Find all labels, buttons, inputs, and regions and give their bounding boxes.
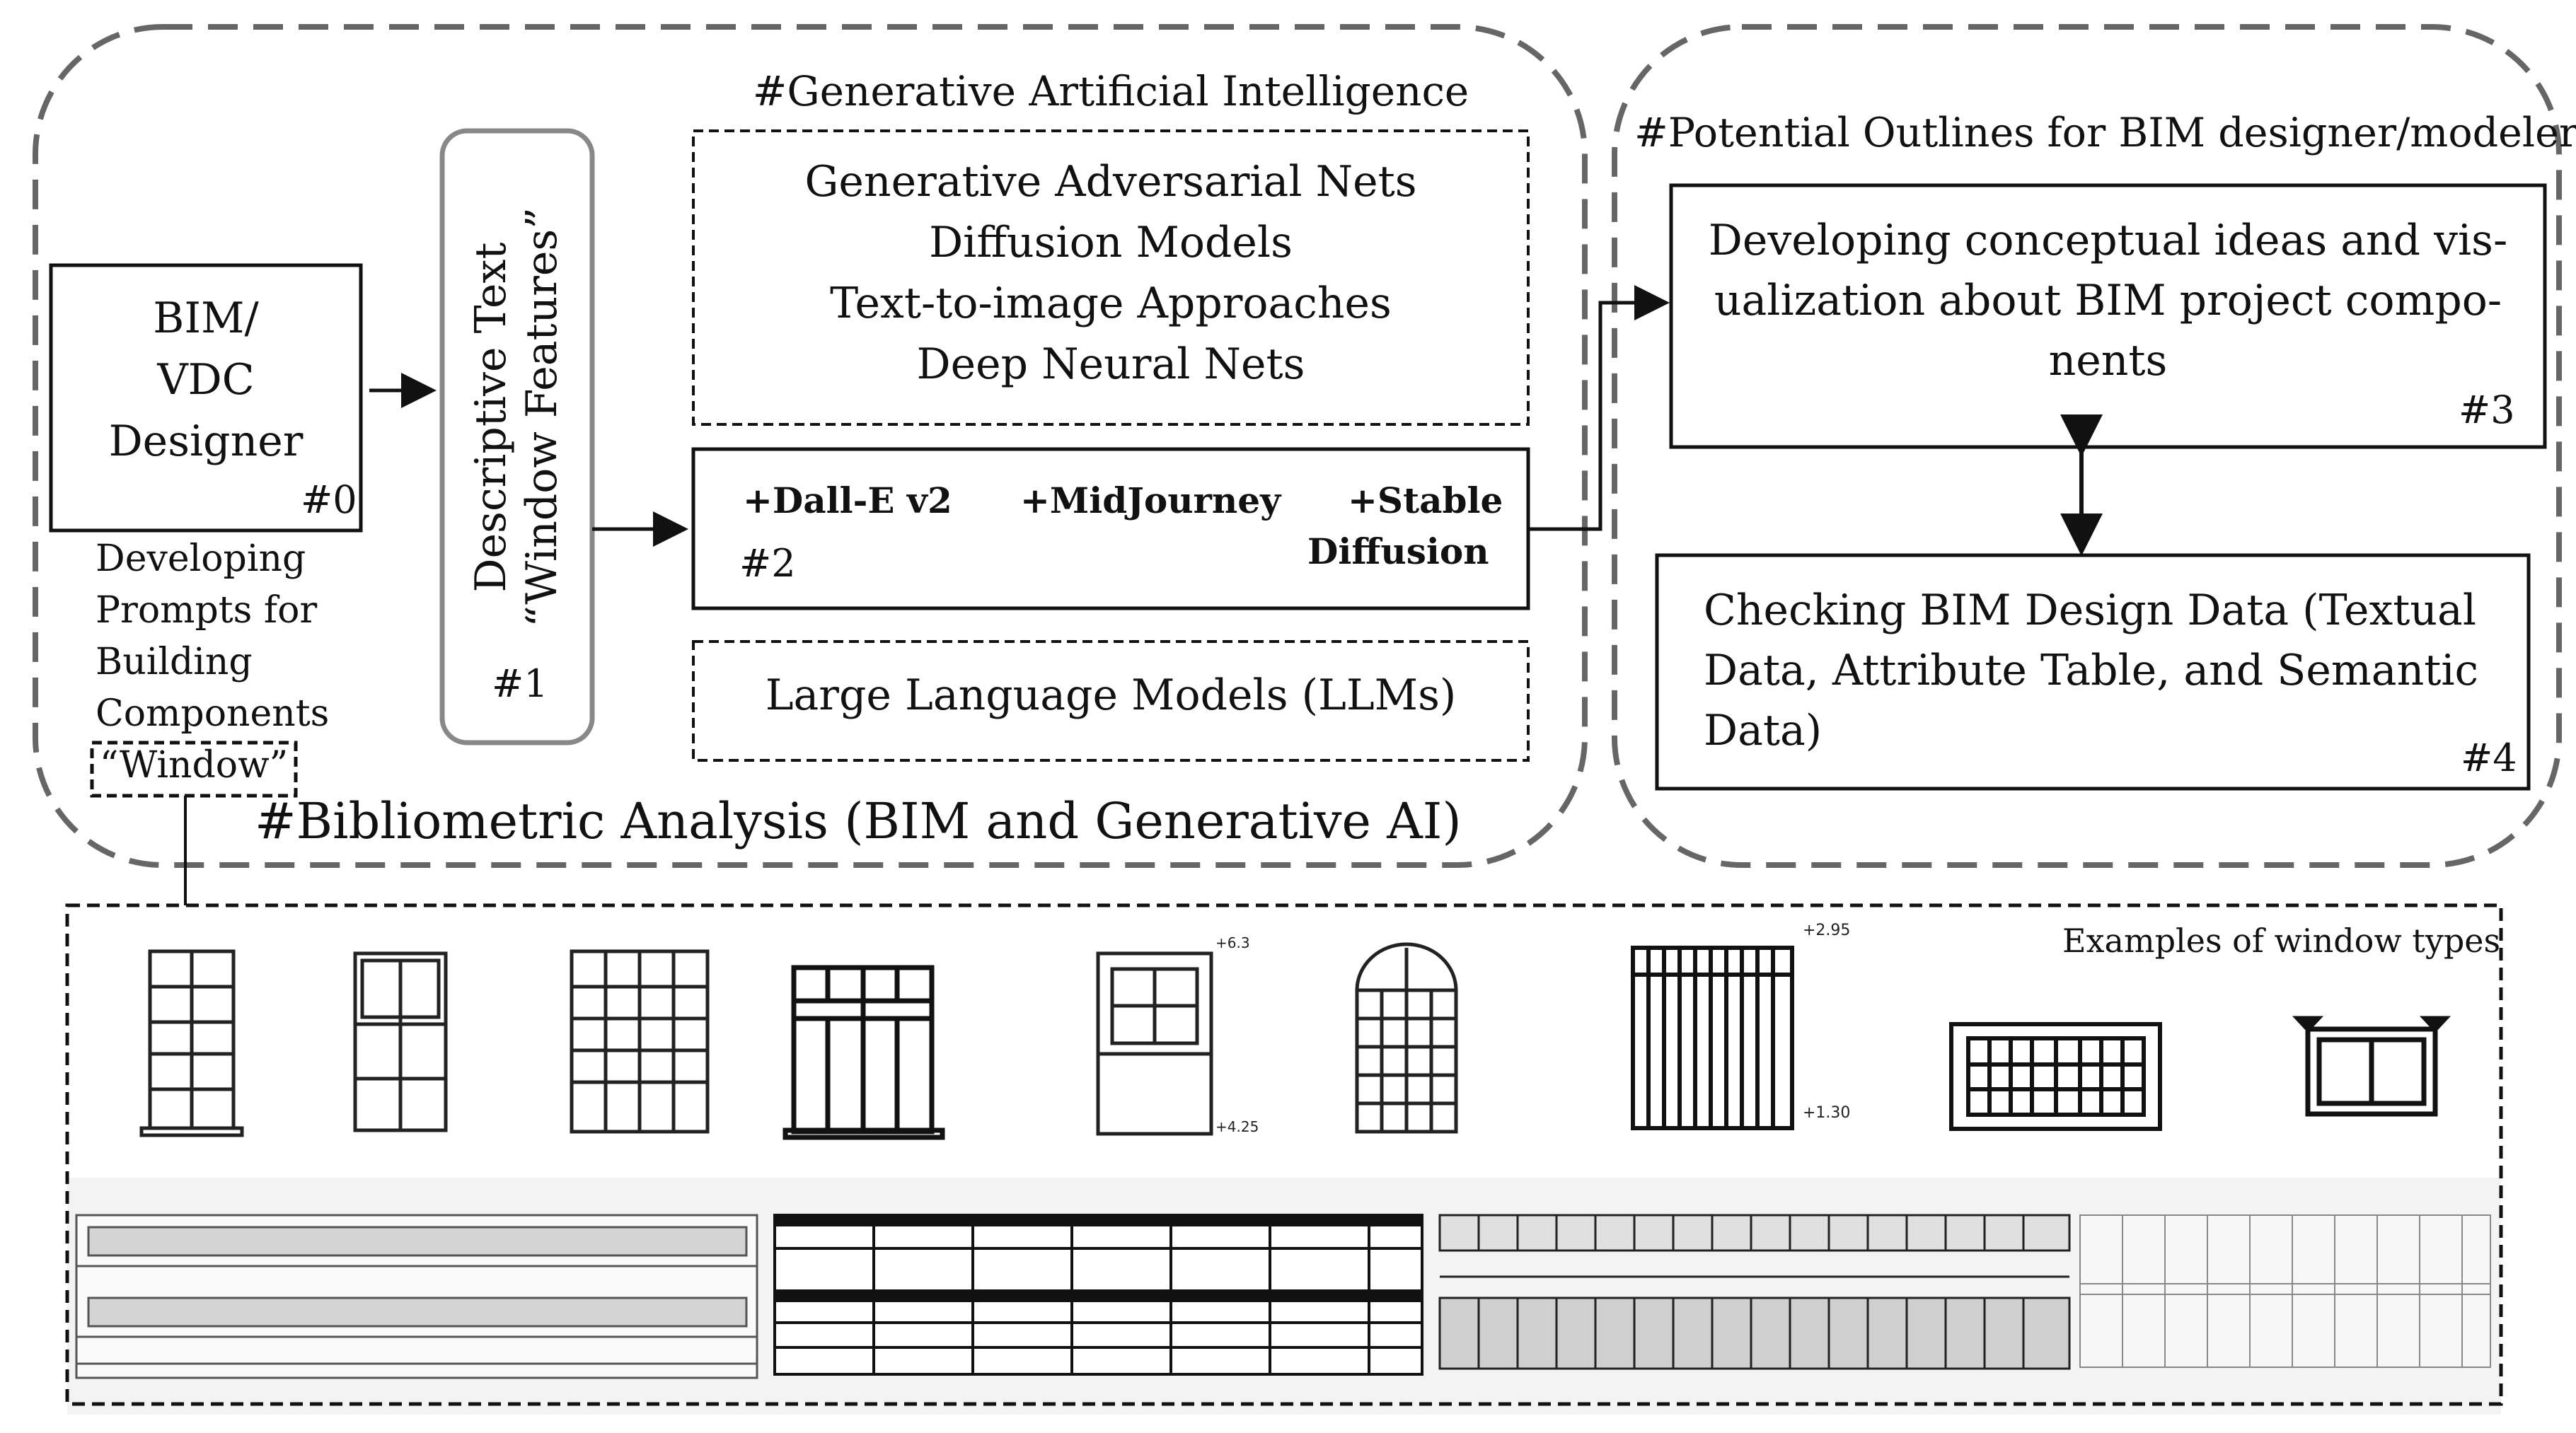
window-level-label-3: +6.3 — [1215, 934, 1250, 951]
prompts-caption-line4: Components — [96, 692, 330, 735]
window-type-4 — [782, 965, 945, 1140]
designer-label-line1: BIM/ — [153, 294, 259, 343]
facade-elevation-4 — [2079, 1214, 2491, 1368]
bibliometric-title: #Bibliometric Analysis (BIM and Generati… — [255, 792, 1462, 850]
arrow-2-to-3 — [1528, 285, 1670, 531]
llm-box — [692, 640, 1530, 762]
window-type-6 — [1355, 942, 1458, 1134]
conceptual-line1: Developing conceptual ideas and vis- — [1708, 216, 2508, 265]
designer-tag: #0 — [301, 477, 357, 522]
model-text-to-image: Text-to-image Approaches — [830, 279, 1392, 328]
model-dnn: Deep Neural Nets — [916, 340, 1305, 389]
tool-dalle: +Dall-E v2 — [743, 480, 952, 521]
llm-label: Large Language Models (LLMs) — [765, 671, 1457, 720]
model-diffusion: Diffusion Models — [929, 218, 1293, 267]
designer-label-line2: VDC — [157, 355, 255, 405]
conceptual-ideas-box — [1669, 183, 2547, 449]
window-level-label-2: +1.30 — [1803, 1104, 1850, 1122]
prompts-caption-line2: Prompts for — [96, 589, 318, 632]
outlines-container — [1612, 24, 2562, 868]
descriptive-text-tag: #1 — [492, 661, 548, 706]
facade-elevation-3 — [1438, 1214, 2071, 1370]
window-type-1 — [139, 949, 244, 1137]
checking-line1: Checking BIM Design Data (Textual — [1704, 586, 2477, 635]
checking-tag: #4 — [2461, 736, 2517, 780]
checking-line2: Data, Attribute Table, and Semantic — [1704, 646, 2479, 695]
descriptive-text-line1: Descriptive Text — [466, 242, 516, 593]
tool-midjourney: +MidJourney — [1020, 480, 1281, 521]
prompts-caption-line3: Building — [96, 641, 253, 683]
descriptive-text-box — [439, 128, 595, 745]
designer-label-line3: Designer — [108, 417, 304, 466]
window-type-7 — [1631, 946, 1794, 1130]
model-gan: Generative Adversarial Nets — [804, 157, 1417, 207]
outlines-title: #Potential Outlines for BIM designer/mod… — [1634, 110, 2576, 156]
window-type-8 — [1949, 1022, 2162, 1131]
checking-line3: Data) — [1704, 706, 1823, 755]
window-keyword: “Window” — [99, 744, 289, 787]
window-level-label-4: +4.25 — [1215, 1118, 1259, 1135]
tool-stable-line1: +Stable — [1348, 480, 1503, 521]
window-type-5 — [1096, 951, 1213, 1136]
examples-panel — [65, 903, 2503, 1406]
window-type-2 — [353, 951, 448, 1132]
conceptual-line2: ualization about BIM project compo- — [1714, 276, 2502, 325]
tools-tag: #2 — [739, 541, 796, 586]
window-type-3 — [570, 949, 710, 1134]
checking-data-box — [1655, 553, 2531, 791]
examples-title: Examples of window types — [2062, 922, 2501, 960]
window-type-9 — [2292, 1016, 2451, 1117]
bibliometric-container — [33, 24, 1588, 868]
conceptual-tag: #3 — [2459, 388, 2515, 432]
window-level-label-1: +2.95 — [1803, 922, 1850, 939]
generative-ai-title: #Generative Artificial Intelligence — [752, 67, 1469, 115]
designer-box — [49, 263, 363, 533]
facade-elevation-1 — [75, 1214, 758, 1379]
window-keyword-box — [90, 741, 298, 798]
tool-stable-line2: Diffusion — [1307, 530, 1489, 572]
gen-ai-models-box — [692, 129, 1530, 426]
descriptive-text-line2: “Window Features” — [517, 207, 567, 627]
prompts-caption-line1: Developing — [96, 538, 306, 580]
conceptual-line3: nents — [2048, 336, 2168, 385]
tools-box — [691, 447, 1530, 610]
facade-elevation-2 — [773, 1214, 1423, 1376]
